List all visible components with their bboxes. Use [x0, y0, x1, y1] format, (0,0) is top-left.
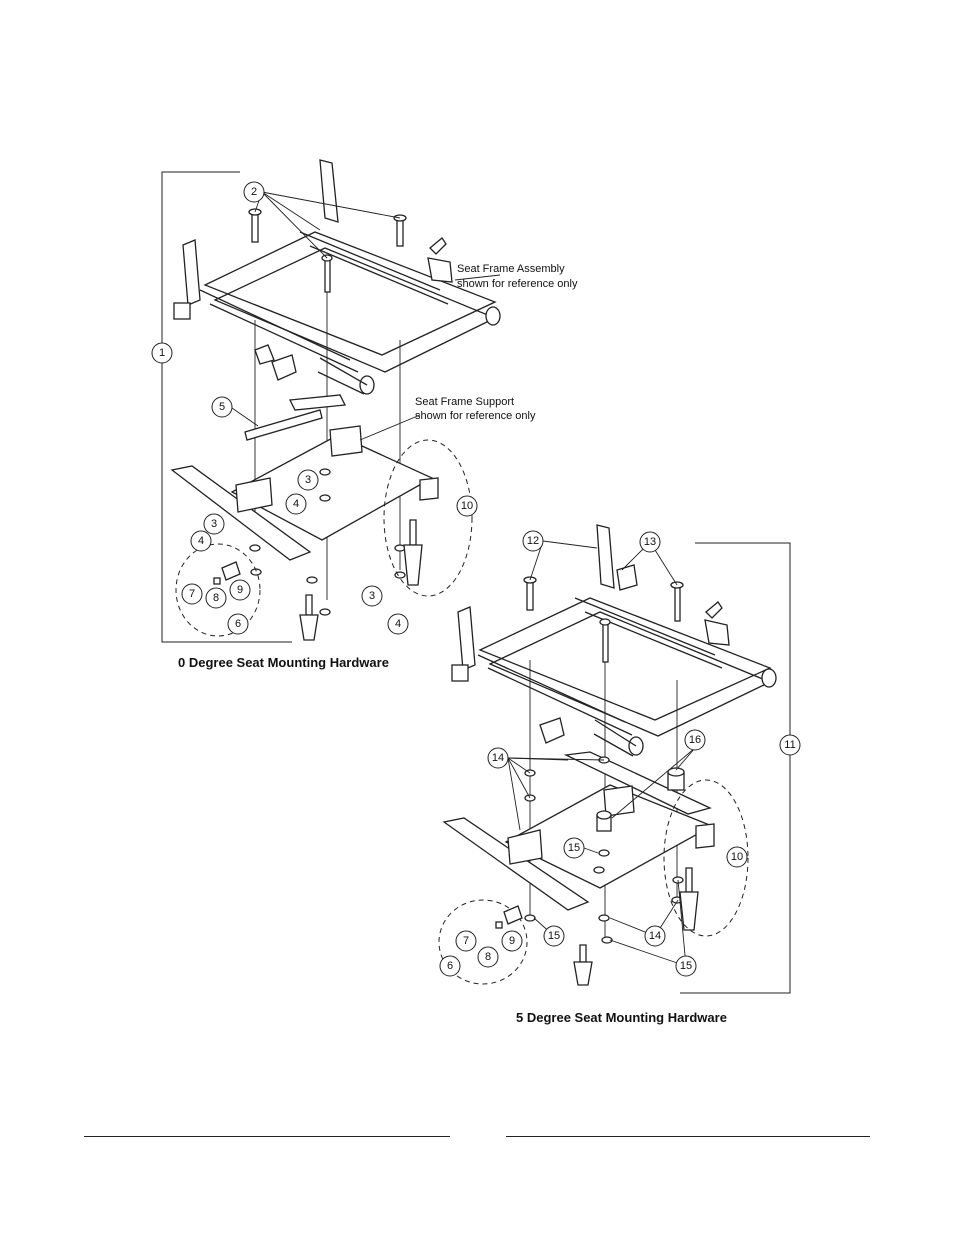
- svg-text:10: 10: [461, 500, 473, 512]
- callout-9b: [501, 930, 523, 952]
- annotation-reference-only-a: shown for reference only: [457, 278, 578, 290]
- svg-text:3: 3: [211, 518, 217, 530]
- seat-frame-support-0: [170, 394, 439, 561]
- callout-2: [243, 181, 265, 203]
- svg-text:1: 1: [159, 347, 165, 359]
- callout-10b: [726, 846, 748, 868]
- bracket-11: [680, 542, 791, 994]
- callout-15: [563, 837, 585, 859]
- svg-text:13: 13: [644, 536, 656, 548]
- callout-7: [181, 583, 203, 605]
- svg-text:16: 16: [689, 734, 701, 746]
- svg-text:4: 4: [198, 535, 204, 547]
- svg-text:14: 14: [492, 752, 504, 764]
- callout-13: [639, 531, 661, 553]
- callouts-0-degree: 1 2 3 4 5 3 4 3 4 6 7 8 9 10: [151, 181, 478, 635]
- svg-text:12: 12: [527, 535, 539, 547]
- callout-6b: [439, 955, 461, 977]
- callout-3: [297, 469, 319, 491]
- bracket-1: [161, 171, 292, 643]
- caption-0-degree: 0 Degree Seat Mounting Hardware: [178, 655, 389, 670]
- callout-14: [487, 747, 509, 769]
- svg-text:15: 15: [568, 842, 580, 854]
- dashed-group-6-a: [175, 543, 261, 637]
- svg-text:3: 3: [369, 590, 375, 602]
- callout-4b: [190, 530, 212, 552]
- callout-4c: [387, 613, 409, 635]
- dashed-group-10-b: [663, 779, 749, 937]
- svg-text:10: 10: [731, 851, 743, 863]
- footer-rule-right: [506, 1136, 870, 1137]
- svg-text:4: 4: [293, 498, 299, 510]
- callout-6: [227, 613, 249, 635]
- glide-bolts-0: [299, 519, 423, 641]
- svg-text:7: 7: [189, 588, 195, 600]
- callout-9: [229, 579, 251, 601]
- footer-rule-left: [84, 1136, 450, 1137]
- svg-text:14: 14: [649, 930, 661, 942]
- assembly-5-degree: 11 12 13 14 16 15 10 15 14 15 6 7 8: [438, 524, 801, 1025]
- callout-15b: [543, 925, 565, 947]
- callout-16: [684, 729, 706, 751]
- svg-text:15: 15: [680, 960, 692, 972]
- callout-3c: [361, 585, 383, 607]
- callout-4: [285, 493, 307, 515]
- svg-text:8: 8: [213, 592, 219, 604]
- svg-text:2: 2: [251, 186, 257, 198]
- svg-text:9: 9: [237, 584, 243, 596]
- caption-5-degree: 5 Degree Seat Mounting Hardware: [516, 1010, 727, 1025]
- svg-text:8: 8: [485, 951, 491, 963]
- svg-text:5: 5: [219, 401, 225, 413]
- callout-3b: [203, 513, 225, 535]
- callout-15c: [675, 955, 697, 977]
- svg-text:6: 6: [235, 618, 241, 630]
- callout-1: [151, 342, 173, 364]
- seat-frame-support-5: [442, 751, 715, 911]
- svg-text:6: 6: [447, 960, 453, 972]
- callout-14b: [644, 925, 666, 947]
- bolts-2: [248, 208, 407, 293]
- callout-7b: [455, 930, 477, 952]
- svg-text:15: 15: [548, 930, 560, 942]
- dashed-group-10-a: [383, 439, 473, 597]
- assembly-0-degree: 1 2 3 4 5 3 4 3 4 6 7 8 9 10: [151, 159, 578, 670]
- callout-10: [456, 495, 478, 517]
- annotation-seat-frame-assembly: Seat Frame Assembly: [457, 263, 565, 275]
- callout-11: [779, 734, 801, 756]
- callouts-5-degree: 11 12 13 14 16 15 10 15 14 15 6 7 8: [439, 530, 801, 977]
- seat-frame-assembly-0: [173, 159, 501, 395]
- seat-frame-assembly-5: [451, 524, 777, 757]
- annotation-seat-frame-support: Seat Frame Support: [415, 396, 514, 408]
- svg-text:11: 11: [784, 739, 795, 751]
- svg-text:4: 4: [395, 618, 401, 630]
- annotation-reference-only-b: shown for reference only: [415, 410, 536, 422]
- svg-text:7: 7: [463, 935, 469, 947]
- svg-text:3: 3: [305, 474, 311, 486]
- callout-12: [522, 530, 544, 552]
- svg-text:9: 9: [509, 935, 515, 947]
- callout-8b: [477, 946, 499, 968]
- callout-5: [211, 396, 233, 418]
- callout-8: [205, 587, 227, 609]
- dashed-group-6-b: [438, 899, 528, 985]
